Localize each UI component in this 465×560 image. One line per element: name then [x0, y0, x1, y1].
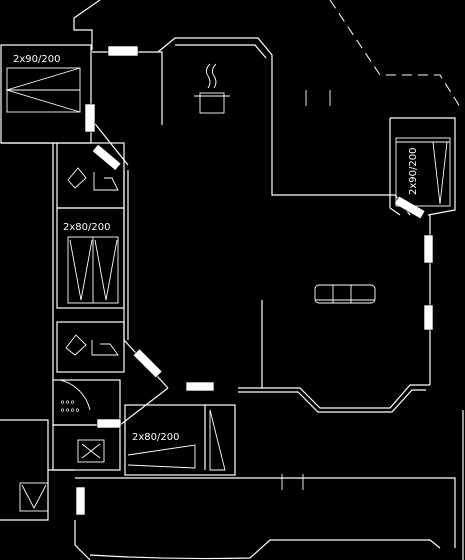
bed-icon-middle-b	[94, 239, 118, 301]
bottom-marks	[281, 474, 304, 490]
window-bottom-mid	[185, 381, 215, 392]
toilet-room-walls	[52, 424, 121, 471]
kitchen-top-wall-inner	[175, 44, 267, 59]
toilet-icon	[67, 167, 87, 189]
bottom-left-room	[0, 419, 49, 521]
stairs-icon: °°° °°°°	[59, 379, 91, 419]
bottom-right-wall-inner	[238, 389, 426, 413]
right-bedroom-walls	[390, 117, 456, 216]
diag-corridor-upper	[91, 119, 129, 166]
sink-icon	[93, 172, 119, 191]
window-diag-lower	[132, 348, 163, 379]
kitchen-top-wall-2	[157, 37, 411, 216]
bedroom-middle-left-walls	[56, 207, 125, 309]
stove-pot-icon	[194, 63, 230, 114]
bed-frame-right	[395, 137, 451, 207]
wall-top-left	[73, 0, 101, 19]
bed-label-right: 2x90/200	[408, 148, 419, 195]
bottom-arc	[89, 539, 441, 560]
sofa-icon	[314, 284, 376, 304]
window-stair	[96, 418, 122, 429]
window-left-upper	[84, 103, 96, 133]
bathroom-lower-walls	[56, 321, 125, 373]
toilet-icon	[65, 334, 87, 356]
wardrobe-icon	[209, 409, 226, 471]
bottom-wall	[75, 477, 456, 548]
sink-icon	[91, 340, 119, 356]
bed-label-middle-left: 2x80/200	[63, 222, 110, 233]
windows	[75, 45, 434, 516]
window-right-2	[423, 234, 434, 264]
bathroom-top-walls	[56, 142, 125, 209]
bathroom-lower-fixtures	[65, 334, 119, 356]
wall-top-left-2	[73, 18, 93, 50]
column-marks	[305, 90, 331, 106]
window-right-1	[394, 195, 426, 220]
svg-text:°°°°: °°°°	[60, 408, 80, 419]
shower-icon	[77, 439, 105, 463]
bedroom-middle-left-beds: 2x80/200	[63, 222, 119, 304]
bottom-right-wall	[238, 384, 430, 409]
bathroom-top-fixtures	[67, 167, 119, 191]
bed-icon-middle-a	[69, 239, 93, 301]
bed-icon-right	[432, 141, 448, 205]
bedroom-top-left-beds: 2x90/200	[5, 54, 81, 113]
bedroom-right-beds: 2x90/200	[395, 137, 451, 207]
window-diag-upper	[91, 143, 122, 171]
bed-frame	[6, 67, 81, 113]
window-bottom-left	[75, 486, 86, 516]
bedroom-bottom-beds: 2x80/200	[127, 409, 226, 471]
kitchen-top-wall	[92, 51, 163, 125]
diag-corridor-lower-2	[119, 387, 169, 426]
bottom-wall-2	[74, 520, 91, 560]
bed-label-bottom: 2x80/200	[132, 432, 179, 443]
right-upper-wall	[389, 118, 401, 216]
window-top	[107, 45, 139, 57]
window-right-3	[423, 304, 434, 331]
bed-label-top-left: 2x90/200	[13, 54, 60, 65]
roof-dashed-line	[329, 0, 463, 111]
bedroom-bottom-walls	[124, 404, 236, 476]
bed-icon-bottom	[127, 444, 196, 469]
svg-text:°°°: °°°	[60, 400, 75, 411]
closet-icon	[19, 482, 49, 512]
